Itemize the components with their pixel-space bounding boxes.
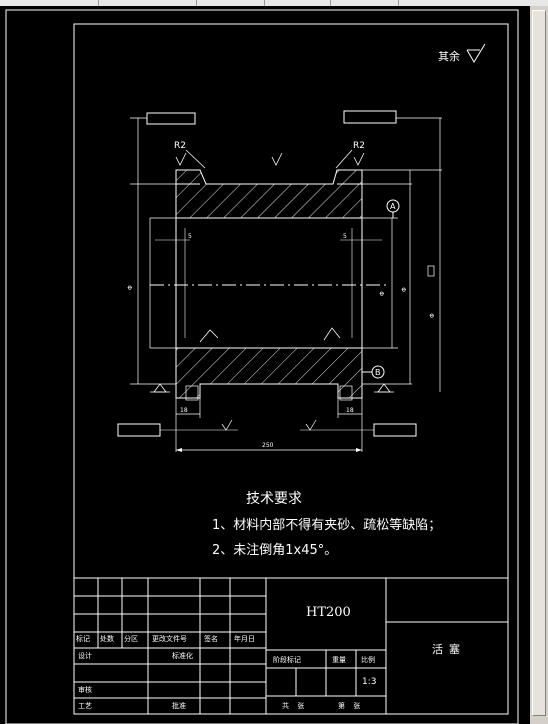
row-label-sign: 签名: [204, 635, 218, 643]
support-triangles: [150, 383, 394, 393]
dim-18-left: 18: [180, 407, 188, 414]
sheets-total-label: 共 张: [282, 702, 305, 710]
row-label-change-doc: 更改文件号: [152, 635, 187, 643]
scale-label: 比例: [361, 656, 375, 664]
row-label-date: 年月日: [234, 635, 255, 643]
label-box-bottom-right: [373, 423, 417, 437]
roughness-marks-top: [175, 152, 365, 166]
row-label-zone: 分区: [124, 635, 138, 643]
chamfer-marks: [199, 327, 341, 343]
dimension-lines-right: [362, 117, 442, 392]
svg-text:Φ: Φ: [379, 291, 386, 296]
design-label: 设计: [78, 652, 92, 660]
scrollbar-thumb[interactable]: [532, 10, 546, 716]
label-box-top-left: [146, 112, 196, 125]
dim-5-right: 5: [343, 233, 347, 240]
piston-upper-section: [175, 169, 363, 219]
outer-frame: [5, 9, 519, 724]
dimension-lines-left: [130, 117, 176, 385]
label-box-top-right: [343, 110, 397, 124]
datum-a-symbol: A: [386, 199, 400, 218]
dimension-250: 250: [176, 442, 362, 452]
svg-text:Φ: Φ: [401, 287, 408, 292]
dim-18-right: 18: [346, 407, 354, 414]
sheet-number-label: 第 张: [338, 702, 361, 710]
radius-label-right: R2: [353, 141, 365, 151]
stage-mark-label: 阶段标记: [273, 656, 301, 664]
standardization-label: 标准化: [172, 652, 193, 660]
svg-text:Φ: Φ: [127, 285, 134, 290]
label-box-bottom-left: [117, 423, 161, 437]
window-top-strip: [0, 0, 548, 6]
row-label-count: 处数: [100, 635, 114, 643]
weight-label: 重量: [332, 656, 346, 664]
drawing-sheet: 其余 5 5 R2 R2: [5, 9, 519, 724]
title-block-grid: [73, 577, 509, 715]
row-label-mark: 标记: [76, 635, 90, 643]
radius-label-left: R2: [174, 141, 186, 151]
dimension-text-rotated: Φ Φ Φ Φ: [127, 285, 436, 318]
part-name: 活塞: [432, 643, 466, 656]
dim-5-left: 5: [188, 233, 192, 240]
vertical-scrollbar[interactable]: [530, 6, 548, 724]
review-label: 审核: [78, 686, 92, 694]
svg-text:Φ: Φ: [429, 313, 436, 318]
approve-label: 批准: [172, 702, 186, 710]
process-label: 工艺: [78, 702, 92, 710]
piston-lower-section: [175, 347, 363, 399]
svg-text:250: 250: [262, 442, 274, 449]
svg-text:B: B: [375, 368, 381, 377]
scale-value: 1:3: [362, 677, 377, 687]
surface-note-label: 其余: [438, 49, 460, 63]
datum-b-symbol: B: [362, 365, 385, 379]
material-label: HT200: [306, 605, 351, 620]
svg-text:A: A: [390, 202, 396, 211]
roughness-symbol-icon: [466, 43, 486, 63]
